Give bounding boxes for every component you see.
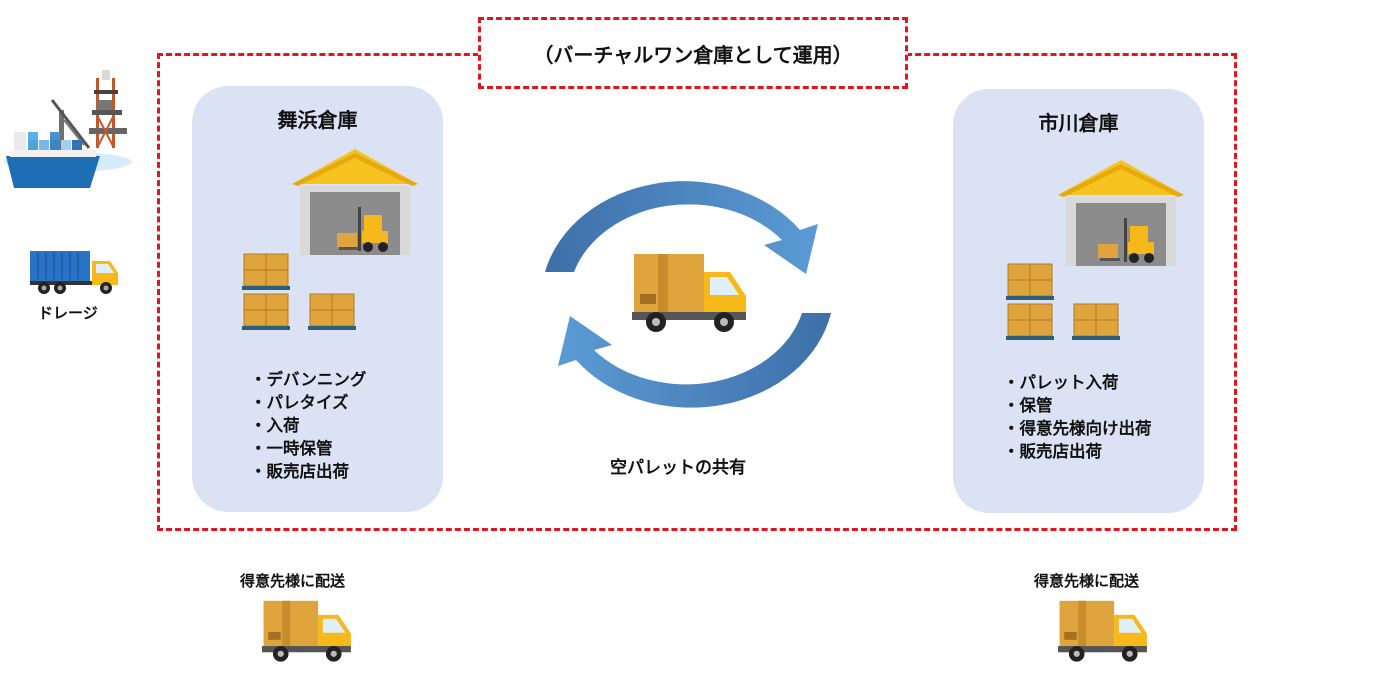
task-item: パレット入荷 [1003, 371, 1152, 394]
task-item: 入荷 [250, 414, 366, 437]
delivery-truck-icon [632, 252, 750, 336]
task-list: デバンニング パレタイズ 入荷 一時保管 販売店出荷 [250, 368, 367, 483]
task-item: 保管 [1003, 394, 1152, 417]
task-item: 販売店出荷 [1003, 440, 1152, 463]
frame-title: （バーチャルワン倉庫として運用） [478, 17, 908, 89]
task-item: デバンニング [250, 368, 367, 391]
circular-arrows-icon [538, 150, 838, 440]
task-item: パレタイズ [250, 391, 366, 414]
warehouse-panel-ichikawa: 市川倉庫 パレット入荷 保管 得意先様向け出荷 販売店出荷 [953, 89, 1204, 513]
task-item: 得意先様向け出荷 [1003, 417, 1152, 440]
task-list: パレット入荷 保管 得意先様向け出荷 販売店出荷 [1003, 371, 1152, 463]
warehouse-name: 舞浜倉庫 [277, 108, 358, 132]
task-item: 販売店出荷 [250, 460, 366, 483]
shared-pallet-label: 空パレットの共有 [610, 458, 746, 478]
container-truck-icon [30, 247, 120, 297]
pallet-boxes-icon [1006, 262, 1126, 342]
delivery-truck-icon [262, 598, 354, 666]
delivery-label: 得意先様に配送 [1034, 572, 1140, 590]
drayage-label: ドレージ [38, 304, 98, 322]
delivery-truck-icon [1058, 598, 1150, 666]
warehouse-name: 市川倉庫 [1038, 111, 1119, 135]
port-crane-ship-icon [4, 70, 132, 192]
task-item: 一時保管 [250, 437, 366, 460]
warehouse-forklift-icon [292, 149, 418, 255]
warehouse-forklift-icon [1058, 160, 1184, 266]
pallet-boxes-icon [242, 252, 362, 332]
delivery-label: 得意先様に配送 [240, 572, 346, 590]
